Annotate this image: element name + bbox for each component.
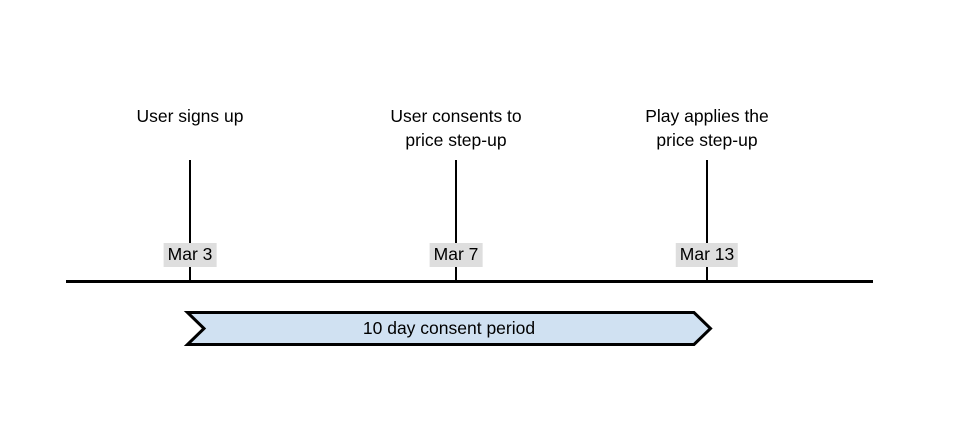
event-date-signup: Mar 3 [163, 243, 217, 267]
event-tick-apply [706, 160, 708, 282]
event-date-apply: Mar 13 [675, 243, 739, 267]
event-tick-consent [455, 160, 457, 282]
timeline-axis [66, 280, 873, 283]
chevron-arrow-icon [183, 311, 713, 346]
event-title-signup: User signs up [136, 106, 244, 126]
event-date-consent: Mar 7 [429, 243, 483, 267]
event-tick-signup [189, 160, 191, 282]
consent-period-banner[interactable]: 10 day consent period [183, 311, 713, 346]
